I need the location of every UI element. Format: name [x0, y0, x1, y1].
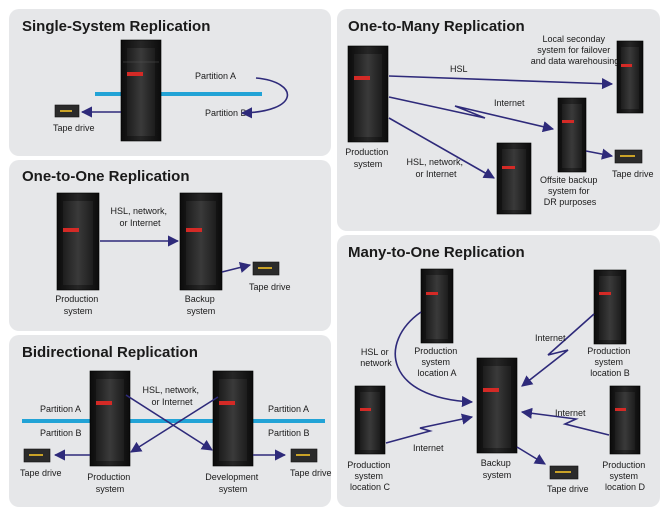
- tape-drive-icon-right: [290, 448, 318, 463]
- panel-background: [9, 9, 331, 156]
- partition-loop-arrow: [240, 77, 289, 119]
- internet-label-right: Internet: [555, 408, 586, 418]
- hsl-label: HSL: [450, 64, 468, 74]
- production-server-icon: [347, 45, 389, 143]
- internet-arrow-bottom: [385, 413, 474, 444]
- link-label: HSL, network, or Internet: [142, 385, 201, 407]
- development-label: Development system: [205, 472, 261, 494]
- tape-drive-label: Tape drive: [249, 282, 291, 292]
- right-partition-b-label: Partition B: [268, 428, 310, 438]
- production-label: Production system: [345, 147, 391, 169]
- right-partition-a-label: Partition A: [268, 404, 309, 414]
- development-server-icon: [212, 370, 254, 467]
- tape-drive-label: Tape drive: [53, 123, 95, 133]
- tape-arrow: [585, 148, 614, 160]
- partition-a-label: Partition A: [195, 71, 236, 81]
- tape-drive-icon: [54, 104, 80, 118]
- tape-arrow: [516, 446, 546, 465]
- hsl-network-label: HSL or network: [360, 347, 392, 368]
- backup-server-icon: [179, 192, 223, 291]
- location-a-server-icon: [420, 268, 454, 344]
- tape-drive-icon: [252, 261, 280, 276]
- panel-title: One-to-Many Replication: [348, 18, 525, 35]
- panel-title: Many-to-One Replication: [348, 244, 525, 261]
- internet-arrow: [388, 96, 555, 133]
- tape-drive-icon: [549, 465, 579, 480]
- tape-drive-label-right: Tape drive: [290, 468, 332, 478]
- location-d-label: Production system location D: [602, 460, 648, 492]
- hsl-network-arrow: [388, 117, 495, 179]
- third-server-icon: [496, 142, 532, 215]
- panel-title: One-to-One Replication: [22, 168, 190, 185]
- tape-drive-icon-left: [23, 448, 51, 463]
- hsl-arrow: [388, 75, 614, 90]
- panel-title: Bidirectional Replication: [22, 344, 198, 361]
- tape-drive-icon: [614, 149, 643, 164]
- internet-label-bottom: Internet: [413, 443, 444, 453]
- location-d-server-icon: [609, 385, 641, 455]
- tape-arrow: [221, 262, 252, 273]
- location-c-label: Production system location C: [347, 460, 393, 492]
- panel-bidirectional: Bidirectional Replication HSL, network, …: [9, 335, 332, 507]
- panel-one-to-many: One-to-Many Replication Production syste…: [337, 9, 660, 231]
- production-server-icon: [56, 192, 100, 291]
- link-label: HSL, network, or Internet: [110, 206, 169, 228]
- backup-label: Backup system: [481, 458, 514, 480]
- location-c-server-icon: [354, 385, 386, 455]
- internet-arrow-right: [520, 407, 610, 436]
- panel-title: Single-System Replication: [22, 18, 210, 35]
- production-server-icon: [89, 370, 131, 467]
- left-partition-a-label: Partition A: [40, 404, 81, 414]
- location-b-label: Production system location B: [587, 346, 633, 378]
- internet-arrow-top: [521, 313, 595, 387]
- panel-background: [337, 9, 660, 231]
- production-label: Production system: [55, 294, 101, 316]
- production-label: Production system: [87, 472, 133, 494]
- left-partition-b-label: Partition B: [40, 428, 82, 438]
- local-secondary-server-icon: [616, 40, 644, 114]
- backup-server-icon: [476, 357, 518, 454]
- cross-arrow-to-production: [130, 396, 219, 453]
- server-icon: [120, 39, 162, 142]
- offsite-label: Offsite backup system for DR purposes: [540, 175, 600, 207]
- internet-label: Internet: [494, 98, 525, 108]
- panel-many-to-one: Many-to-One Replication Production syste…: [337, 235, 660, 507]
- hsl-network-label: HSL, network, or Internet: [406, 157, 465, 179]
- tape-drive-label: Tape drive: [612, 169, 654, 179]
- location-b-server-icon: [593, 269, 627, 345]
- tape-drive-label: Tape drive: [547, 484, 589, 494]
- internet-label-top: Internet: [535, 333, 566, 343]
- partition-b-label: Partition B: [205, 108, 247, 118]
- panel-one-to-one: One-to-One Replication HSL, network, or …: [9, 160, 331, 331]
- offsite-server-icon: [557, 97, 587, 173]
- panel-single-system: Single-System Replication Partition A Pa…: [9, 9, 331, 156]
- hsl-network-arrow: [394, 311, 474, 408]
- location-a-label: Production system location A: [414, 346, 460, 378]
- local-secondary-label: Local seconday system for failover and d…: [531, 34, 620, 66]
- tape-drive-label-left: Tape drive: [20, 468, 62, 478]
- cross-arrow-to-development: [125, 394, 213, 451]
- backup-label: Backup system: [185, 294, 218, 316]
